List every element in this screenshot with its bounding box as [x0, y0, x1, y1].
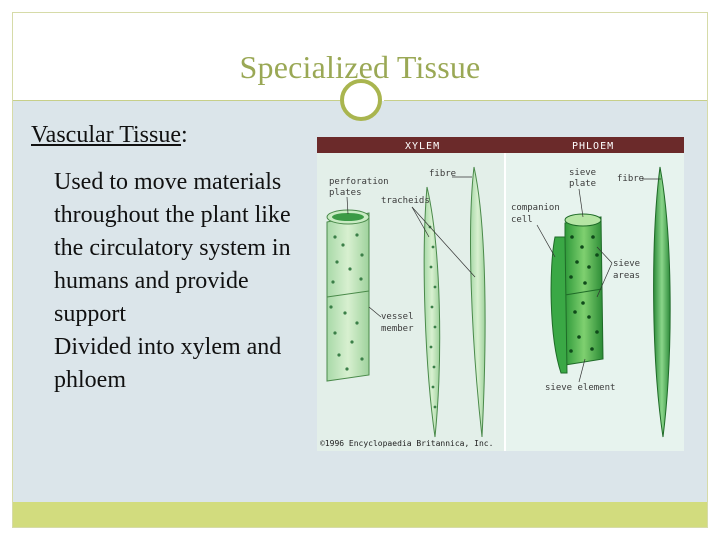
label-fibre-left: fibre [429, 169, 456, 179]
section-heading: Vascular Tissue: [31, 122, 188, 149]
divider-left [13, 100, 340, 101]
label-plates: plates [329, 188, 362, 198]
xylem-header: XYLEM [405, 141, 440, 152]
label-cell: cell [511, 215, 533, 225]
bullet-marker-icon:  [31, 166, 50, 199]
divider-right [384, 100, 707, 101]
label-tracheids: tracheids [381, 196, 430, 206]
heading-suffix: : [181, 122, 188, 148]
phloem-header: PHLOEM [572, 141, 614, 152]
label-sieve-plate-1: sieve [569, 168, 596, 178]
bullet-item: Used to move materials throughout the p… [31, 166, 316, 331]
label-sieve-plate-2: plate [569, 179, 596, 189]
bullet-text: Used to move materials throughout the pl… [54, 169, 291, 327]
bullet-item: Divided into xylem and phloem [31, 331, 316, 397]
figure-header [317, 137, 684, 153]
bullet-list: Used to move materials throughout the p… [31, 166, 316, 397]
bullet-text: Divided into xylem and phloem [54, 334, 282, 393]
label-sieve-element: sieve element [545, 383, 615, 393]
label-member: member [381, 324, 414, 334]
footer-bar [13, 502, 707, 527]
xylem-phloem-figure: XYLEM PHLOEM perforation plates fibre tr… [317, 137, 684, 451]
label-perforation: perforation [329, 177, 389, 187]
label-sieve-areas-1: sieve [613, 259, 640, 269]
phloem-drawing [550, 166, 671, 438]
bullet-marker-icon:  [31, 331, 50, 364]
label-sieve-areas-2: areas [613, 271, 640, 281]
label-companion: companion [511, 203, 560, 213]
xylem-vessel-drawing [326, 166, 486, 438]
label-vessel: vessel [381, 312, 414, 322]
circle-ornament [340, 79, 382, 121]
heading-underlined: Vascular Tissue [31, 122, 182, 148]
label-fibre-right: fibre [617, 174, 644, 184]
figure-copyright: ©1996 Encyclopaedia Britannica, Inc. [320, 439, 493, 448]
